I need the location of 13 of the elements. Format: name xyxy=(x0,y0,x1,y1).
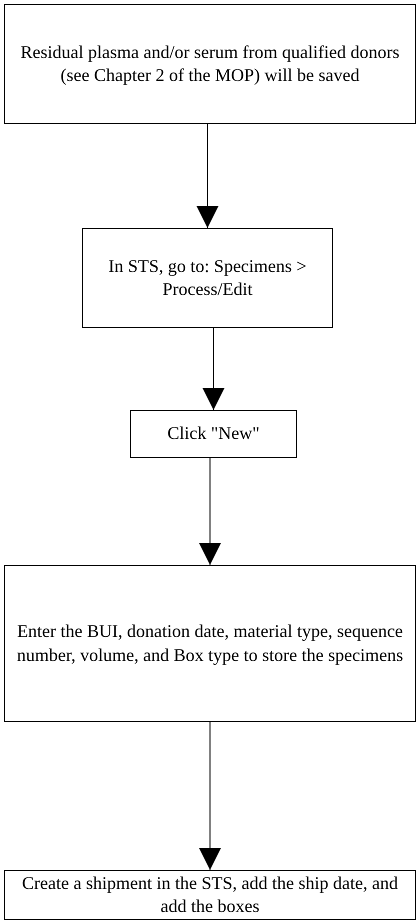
process-box xyxy=(4,565,416,722)
arrow xyxy=(199,722,221,870)
arrow xyxy=(202,328,224,410)
process-box xyxy=(4,4,416,124)
step-text: Residual plasma and/or serum from qualified donors (see Chapter 2 of the MOP) will be saved xyxy=(20,40,400,87)
process-box xyxy=(130,410,297,458)
step-text: Click "New" xyxy=(166,422,261,446)
step-text: In STS, go to: Specimens > Process/Edit xyxy=(107,254,308,301)
step-text: Create a shipment in the STS, add the ship date, and add the boxes xyxy=(21,872,399,918)
arrow xyxy=(196,124,218,228)
arrow xyxy=(199,458,221,566)
process-box xyxy=(82,228,333,328)
step-text: Enter the BUI, donation date, material type, sequence number, volume, and Box type to store the specimens xyxy=(16,620,404,667)
